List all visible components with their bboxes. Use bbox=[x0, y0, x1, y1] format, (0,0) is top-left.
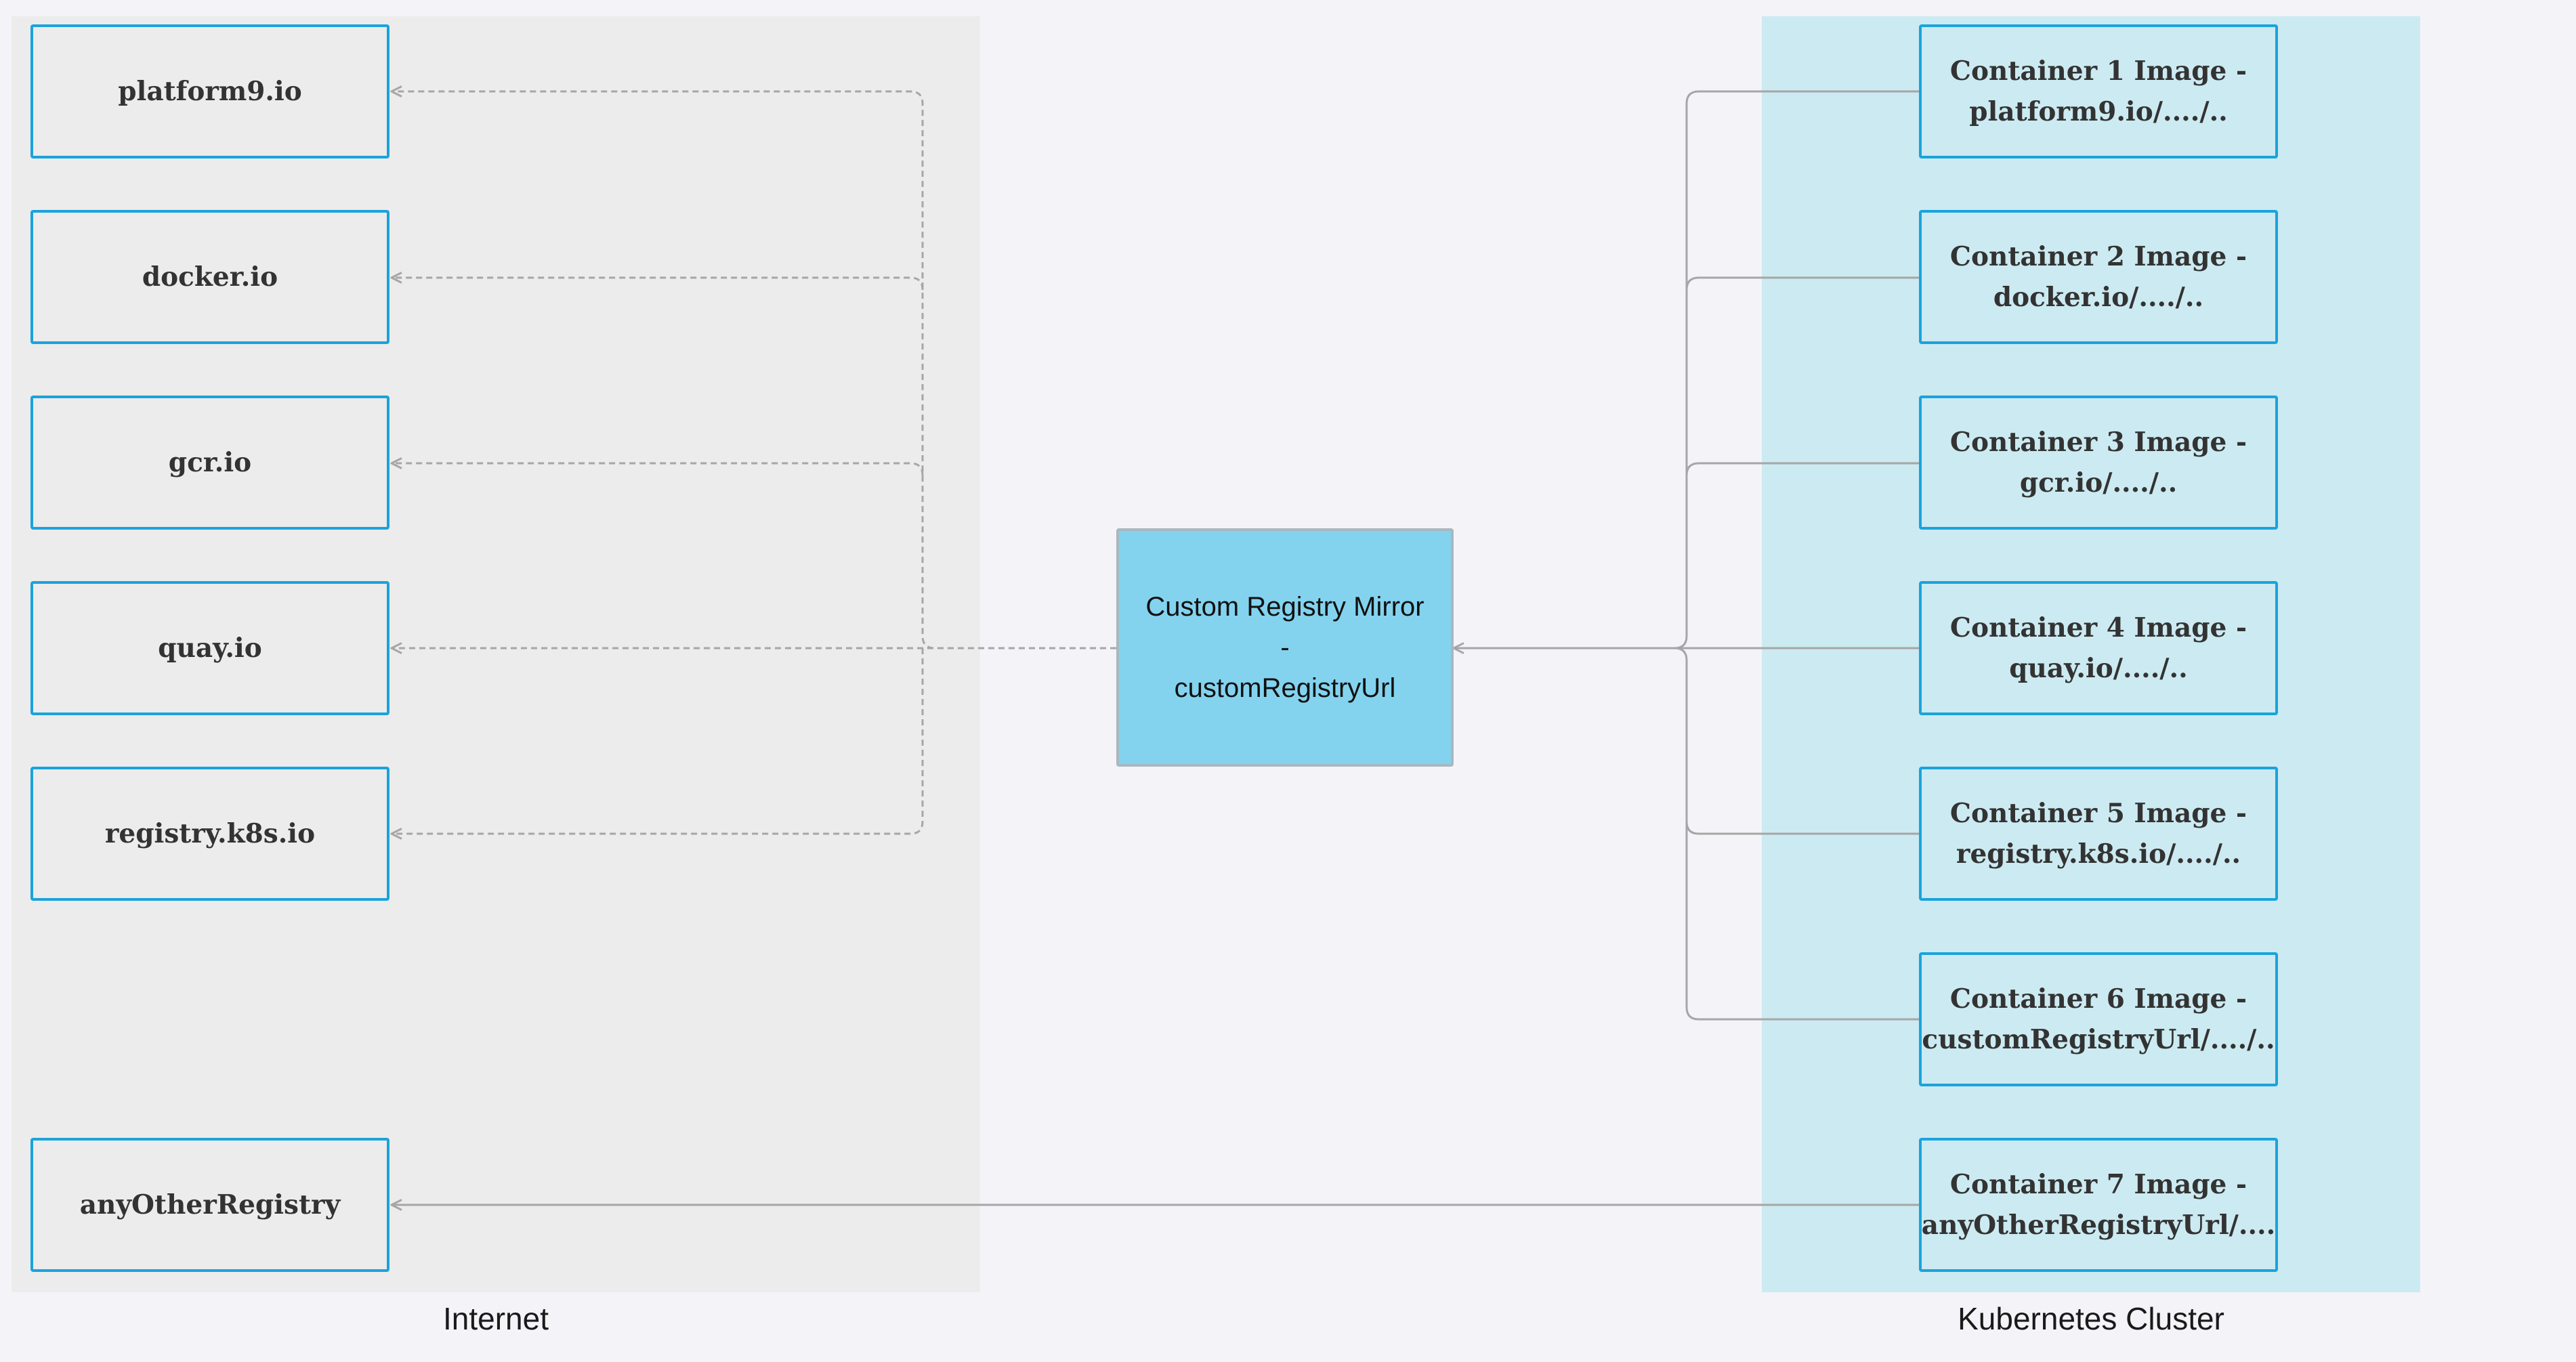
container-5-label: Container 5 Image - registry.k8s.io/....… bbox=[1949, 798, 2247, 870]
container-7-node: Container 7 Image - anyOtherRegistryUrl/… bbox=[1919, 1138, 2278, 1272]
registry-gcr-node: gcr.io bbox=[30, 396, 389, 530]
container-2-node: Container 2 Image - docker.io/..../.. bbox=[1919, 210, 2278, 344]
custom-registry-mirror-label: Custom Registry Mirror - customRegistryU… bbox=[1145, 592, 1424, 703]
container-1-node: Container 1 Image - platform9.io/..../.. bbox=[1919, 24, 2278, 158]
container-5-node: Container 5 Image - registry.k8s.io/....… bbox=[1919, 767, 2278, 901]
container-4-label: Container 4 Image - quay.io/..../.. bbox=[1949, 612, 2247, 684]
container-1-label: Container 1 Image - platform9.io/..../.. bbox=[1949, 56, 2247, 127]
container-7-label: Container 7 Image - anyOtherRegistryUrl/… bbox=[1921, 1169, 2276, 1241]
container-6-label: Container 6 Image - customRegistryUrl/..… bbox=[1922, 983, 2275, 1055]
internet-group-label: Internet bbox=[443, 1301, 549, 1336]
registry-platform9-label: platform9.io bbox=[118, 76, 302, 107]
container-3-label: Container 3 Image - gcr.io/..../.. bbox=[1949, 427, 2247, 498]
container-6-node: Container 6 Image - customRegistryUrl/..… bbox=[1919, 952, 2278, 1086]
registry-docker-label: docker.io bbox=[142, 261, 278, 293]
custom-registry-mirror-node: Custom Registry Mirror - customRegistryU… bbox=[1116, 528, 1454, 767]
container-4-node: Container 4 Image - quay.io/..../.. bbox=[1919, 581, 2278, 715]
kubernetes-cluster-group-label: Kubernetes Cluster bbox=[1958, 1301, 2224, 1336]
container-2-label: Container 2 Image - docker.io/..../.. bbox=[1949, 241, 2247, 313]
registry-any-other-node: anyOtherRegistry bbox=[30, 1138, 389, 1272]
registry-quay-label: quay.io bbox=[158, 633, 262, 664]
registry-platform9-node: platform9.io bbox=[30, 24, 389, 158]
registry-k8s-label: registry.k8s.io bbox=[104, 818, 316, 849]
registry-k8s-node: registry.k8s.io bbox=[30, 767, 389, 901]
registry-docker-node: docker.io bbox=[30, 210, 389, 344]
registry-quay-node: quay.io bbox=[30, 581, 389, 715]
registry-gcr-label: gcr.io bbox=[168, 447, 252, 478]
container-3-node: Container 3 Image - gcr.io/..../.. bbox=[1919, 396, 2278, 530]
registry-any-other-label: anyOtherRegistry bbox=[79, 1189, 341, 1220]
